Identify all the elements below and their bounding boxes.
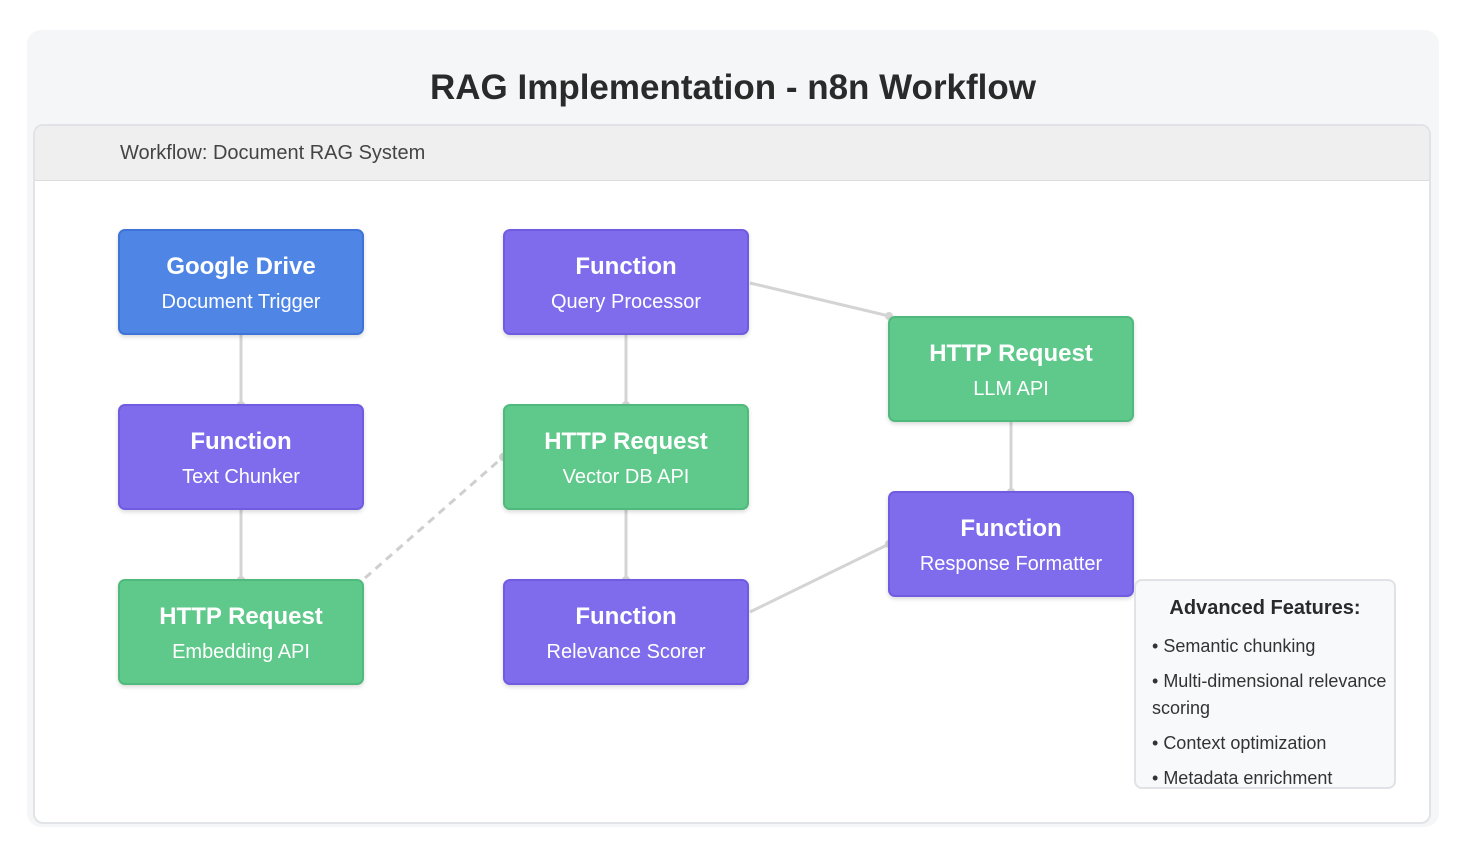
features-list: Semantic chunking Multi-dimensional rele… xyxy=(1152,633,1388,800)
feature-item: Semantic chunking xyxy=(1152,633,1388,660)
node-name: Relevance Scorer xyxy=(546,641,706,663)
node-type: Function xyxy=(190,428,292,455)
connector-query-llm xyxy=(749,281,890,318)
node-type: Function xyxy=(575,253,677,280)
advanced-features-panel: Advanced Features: Semantic chunking Mul… xyxy=(1134,579,1396,789)
feature-item: Multi-dimensional relevance scoring xyxy=(1152,668,1388,722)
node-embedding-api[interactable]: HTTP Request Embedding API xyxy=(118,579,364,685)
node-relevance-scorer[interactable]: Function Relevance Scorer xyxy=(503,579,749,685)
node-name: Document Trigger xyxy=(161,291,321,313)
node-type: Function xyxy=(960,515,1062,542)
node-name: Embedding API xyxy=(172,641,310,663)
node-name: Query Processor xyxy=(550,291,702,313)
features-heading: Advanced Features: xyxy=(1169,597,1361,619)
node-type: HTTP Request xyxy=(159,603,323,630)
node-text-chunker[interactable]: Function Text Chunker xyxy=(118,404,364,510)
node-type: HTTP Request xyxy=(544,428,708,455)
node-name: Response Formatter xyxy=(919,553,1103,575)
node-type: HTTP Request xyxy=(929,340,1093,367)
node-google-drive[interactable]: Google Drive Document Trigger xyxy=(118,229,364,335)
node-name: LLM API xyxy=(973,378,1049,400)
node-vector-db-api[interactable]: HTTP Request Vector DB API xyxy=(503,404,749,510)
feature-item: Metadata enrichment xyxy=(1152,765,1388,792)
node-query-processor[interactable]: Function Query Processor xyxy=(503,229,749,335)
feature-item: Context optimization xyxy=(1152,730,1388,757)
node-type: Google Drive xyxy=(166,253,316,280)
node-type: Function xyxy=(575,603,677,630)
connector-scorer-formatter xyxy=(749,542,890,614)
page-title: RAG Implementation - n8n Workflow xyxy=(429,68,1037,107)
workflow-header: Workflow: Document RAG System xyxy=(35,126,1429,181)
node-response-formatter[interactable]: Function Response Formatter xyxy=(888,491,1134,597)
node-name: Vector DB API xyxy=(562,466,690,488)
workflow-label: Workflow: Document RAG System xyxy=(120,142,426,164)
node-llm-api[interactable]: HTTP Request LLM API xyxy=(888,316,1134,422)
connector-embedding-vectordb-dashed xyxy=(364,455,504,580)
node-name: Text Chunker xyxy=(182,466,300,488)
